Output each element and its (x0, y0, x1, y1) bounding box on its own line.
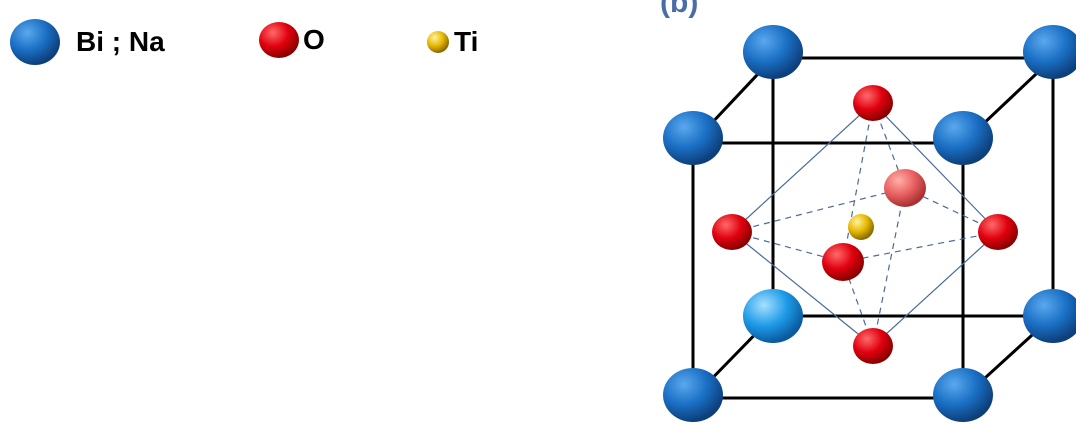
legend-item-o: O (257, 20, 325, 60)
bi-na-sphere-icon (10, 19, 60, 65)
oxygen-atom-front (822, 243, 864, 281)
back-corner-atoms (743, 25, 1076, 343)
legend-label-o: O (303, 24, 325, 55)
octahedron-atoms (712, 85, 1018, 364)
oxygen-atom-right (978, 214, 1018, 250)
oxygen-atom-bottom (853, 328, 893, 364)
bi-na-atom (933, 111, 993, 165)
front-corner-atoms (663, 111, 993, 422)
bi-na-atom-highlighted (743, 289, 803, 343)
bi-na-atom (743, 25, 803, 79)
legend: Bi ; Na O Ti (0, 0, 640, 80)
titanium-sphere-icon (427, 31, 449, 53)
legend-label-bi-na: Bi ; Na (76, 26, 165, 57)
legend-item-bi-na: Bi ; Na (8, 17, 165, 67)
titanium-atom (848, 214, 874, 240)
oxygen-atom-top (853, 85, 893, 121)
bi-na-atom (663, 111, 723, 165)
panel-label: (b) (660, 0, 699, 19)
legend-item-ti: Ti (424, 26, 478, 58)
bi-na-atom (933, 368, 993, 422)
bi-na-atom (1023, 289, 1076, 343)
bi-na-atom (663, 368, 723, 422)
oxygen-sphere-icon (259, 22, 299, 58)
perovskite-unit-cell (663, 25, 1076, 422)
legend-label-ti: Ti (454, 26, 479, 57)
bi-na-atom (1023, 25, 1076, 79)
oxygen-atom-back (884, 169, 926, 207)
oxygen-atom-left (712, 214, 752, 250)
